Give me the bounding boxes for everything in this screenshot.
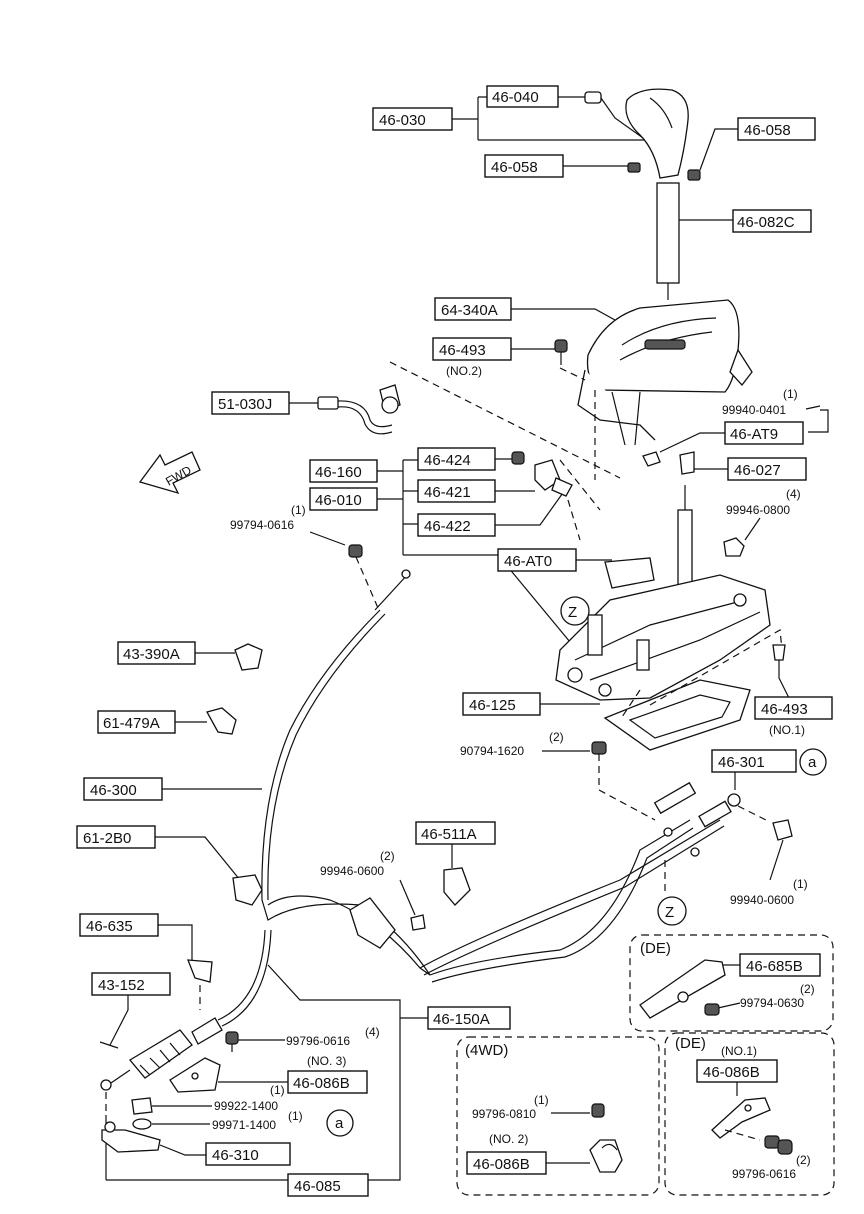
label-61-479A: 61-479A <box>103 715 160 732</box>
qty-99794-0616: (1) <box>291 503 306 517</box>
label-46-086B-c: 46-086B <box>703 1064 760 1081</box>
label-46-493-top: 46-493 <box>439 342 486 359</box>
label-46-082C: 46-082C <box>737 214 795 231</box>
switch-callouts: 46-160 46-010 46-424 46-421 46-422 <box>309 447 601 643</box>
label-46-511A: 46-511A <box>421 826 477 843</box>
4wd-title: (4WD) <box>465 1042 508 1059</box>
ref-a-top: a <box>808 754 817 771</box>
label-46-085: 46-085 <box>294 1178 341 1195</box>
qty-99796-0616-a: (4) <box>365 1025 380 1039</box>
label-99796-0616-c: 99796-0616 <box>732 1167 796 1181</box>
qty-99946-0600: (2) <box>380 849 395 863</box>
label-43-152: 43-152 <box>98 977 145 994</box>
label-99794-0616: 99794-0616 <box>230 518 294 532</box>
qty-90794-1620: (2) <box>549 730 564 744</box>
de-title-2: (DE) <box>675 1035 706 1052</box>
shift-knob-group: 46-040 46-030 46-058 46-058 46-082C <box>372 85 816 300</box>
label-46-424: 46-424 <box>424 452 471 469</box>
label-46-010: 46-010 <box>315 492 362 509</box>
label-46-AT9: 46-AT9 <box>730 426 778 443</box>
qty-99796-0810: (1) <box>534 1093 549 1107</box>
qty-99794-0630: (2) <box>800 982 815 996</box>
label-99922-1400: 99922-1400 <box>214 1099 278 1113</box>
label-46-040: 46-040 <box>492 89 539 106</box>
indicator-panel-group: 64-340A 46-493 (NO.2) <box>389 297 753 480</box>
label-46-027: 46-027 <box>734 462 781 479</box>
label-99940-0600: 99940-0600 <box>730 893 794 907</box>
note-46-493-no2: (NO.2) <box>446 364 482 378</box>
label-90794-1620: 90794-1620 <box>460 744 524 758</box>
label-46-685B: 46-685B <box>746 958 803 975</box>
bolt-46-493-right: 46-493 (NO.1) <box>754 644 833 737</box>
label-64-340A: 64-340A <box>441 302 498 319</box>
de-group-2: (DE) (NO.1) 46-086B (2) 99796-0616 <box>664 1032 835 1196</box>
label-99794-0630: 99794-0630 <box>740 996 804 1010</box>
label-46-422: 46-422 <box>424 518 471 535</box>
label-99940-0401: 99940-0401 <box>722 403 786 417</box>
callout-46-301: 46-301 a (1) 99940-0600 Z <box>657 748 827 926</box>
note-no1: (NO.1) <box>721 1044 757 1058</box>
label-99796-0810: 99796-0810 <box>472 1107 536 1121</box>
cables <box>217 609 732 1027</box>
label-99946-0600: 99946-0600 <box>320 864 384 878</box>
label-46-310: 46-310 <box>212 1147 259 1164</box>
label-46-125: 46-125 <box>469 697 516 714</box>
bottom-left-linkage: 46-635 43-152 46-150A 99796-0616 (4) (NO… <box>79 913 511 1197</box>
right-upper-callouts: (1) 99940-0401 46-AT9 46-027 (4) 99946-0… <box>642 387 829 557</box>
bolt-90794-1620: (2) 90794-1620 <box>460 730 656 821</box>
de-group-685b: (DE) 46-685B (2) 99794-0630 <box>629 934 834 1032</box>
4wd-group: (4WD) (1) 99796-0810 (NO. 2) 46-086B <box>456 1036 660 1196</box>
note-no3: (NO. 3) <box>307 1054 346 1068</box>
bolt-99794-0616: (1) 99794-0616 <box>230 503 411 611</box>
qty-99946-0800: (4) <box>786 487 801 501</box>
selector-base-group: 46-AT0 Z 46-125 <box>462 485 783 751</box>
label-43-390A: 43-390A <box>123 646 180 663</box>
qty-99922-1400: (1) <box>270 1083 285 1097</box>
z-marker-top: Z <box>568 604 577 621</box>
label-46-150A: 46-150A <box>433 1011 490 1028</box>
fwd-arrow: FWD <box>138 451 201 495</box>
note-no2: (NO. 2) <box>489 1132 528 1146</box>
label-46-030: 46-030 <box>379 112 426 129</box>
label-46-AT0: 46-AT0 <box>504 553 552 570</box>
label-46-301: 46-301 <box>718 754 765 771</box>
label-99796-0616-a: 99796-0616 <box>286 1034 350 1048</box>
label-46-086B-b: 46-086B <box>473 1156 530 1173</box>
qty-99796-0616-c: (2) <box>796 1153 811 1167</box>
de-title-1: (DE) <box>640 940 671 957</box>
qty-99940-0600: (1) <box>793 877 808 891</box>
label-99946-0800: 99946-0800 <box>726 503 790 517</box>
qty-99940-0401: (1) <box>783 387 798 401</box>
qty-99971-1400: (1) <box>288 1109 303 1123</box>
label-46-058-left: 46-058 <box>491 159 538 176</box>
label-99971-1400: 99971-1400 <box>212 1118 276 1132</box>
label-46-421: 46-421 <box>424 484 471 501</box>
label-46-086B-a: 46-086B <box>293 1075 350 1092</box>
label-46-300: 46-300 <box>90 782 137 799</box>
note-46-493-no1: (NO.1) <box>769 723 805 737</box>
clip-46-511A: 46-511A (2) 99946-0600 <box>320 821 496 931</box>
ref-a-bottom: a <box>335 1115 344 1132</box>
label-46-058-right: 46-058 <box>744 122 791 139</box>
label-61-2B0: 61-2B0 <box>83 830 131 847</box>
left-clips: 43-390A 61-479A 46-300 61-2B0 <box>76 641 263 906</box>
label-51-030J: 51-030J <box>218 396 272 413</box>
label-46-160: 46-160 <box>315 464 362 481</box>
harness-group: 51-030J <box>211 384 401 435</box>
z-marker-bottom: Z <box>665 904 674 921</box>
label-46-493-right: 46-493 <box>761 701 808 718</box>
label-46-635: 46-635 <box>86 918 133 935</box>
